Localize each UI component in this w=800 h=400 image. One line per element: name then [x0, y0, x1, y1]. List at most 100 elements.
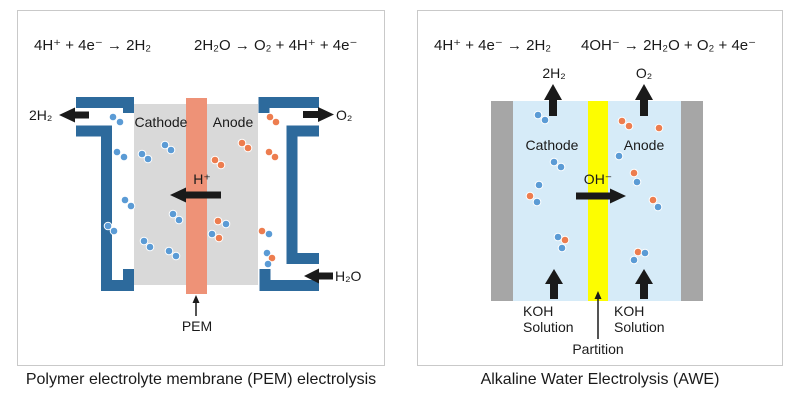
hydrogen-atom-dot [207, 229, 217, 239]
water-in-arrow [304, 268, 333, 284]
oxygen-atom-dot [270, 152, 280, 162]
pem-diagram [59, 97, 334, 316]
o2-outlet-pipe-outer [258, 97, 319, 113]
koh-solution-left-label: KOH Solution [523, 303, 574, 335]
oxygen-atom-dot [648, 195, 658, 205]
oxygen-atom-dot [257, 226, 267, 236]
water-inlet-pipe [259, 269, 319, 291]
hydrogen-atom-dot [164, 246, 174, 256]
o2-out-arrow [635, 84, 653, 116]
hydrogen-atom-dot [112, 147, 122, 157]
hydrogen-atom-dot [145, 242, 155, 252]
koh-right-arrow [635, 269, 653, 299]
oxygen-atom-dot [267, 253, 277, 263]
hydrogen-atom-dot [120, 195, 130, 205]
anode-half-reaction: 2H₂O → O₂ + 4H⁺ + 4e⁻ [194, 37, 358, 54]
h2-out-arrow [59, 107, 89, 123]
water-in-label: H₂O [335, 268, 362, 284]
oxygen-atom-dot [617, 116, 627, 126]
awe-caption: Alkaline Water Electrolysis (AWE) [480, 371, 720, 388]
hydrogen-atom-dot [166, 145, 176, 155]
proton-label: H⁺ [193, 171, 211, 187]
hydrogen-atom-dot [139, 236, 149, 246]
koh-solution-right-label: KOH Solution [614, 303, 665, 335]
hydrogen-atom-dot [174, 215, 184, 225]
hydrogen-atom-dot [263, 259, 273, 269]
hydrogen-atom-dot [262, 248, 272, 258]
hydrogen-atom-dot [143, 154, 153, 164]
hydrogen-atom-dot [532, 197, 542, 207]
oxygen-atom-dot [237, 138, 247, 148]
hydrogen-atom-dot [160, 140, 170, 150]
hydrogen-atom-dot [171, 251, 181, 261]
partition-strip [588, 101, 608, 301]
hydrogen-atom-dot [168, 209, 178, 219]
oxygen-atom-dot [265, 112, 275, 122]
hydrogen-atom-dot [557, 243, 567, 253]
partition-label: Partition [572, 341, 624, 357]
hydrogen-atom-dot [540, 115, 550, 125]
hydrogen-atom-dot [126, 201, 136, 211]
koh-left-arrow [545, 269, 563, 299]
hydrogen-atom-dot [632, 177, 642, 187]
h2-out-arrow [544, 84, 562, 116]
hydrogen-atom-dot [115, 117, 125, 127]
o2-out-arrow [303, 107, 334, 122]
anode-electrode-plate [681, 101, 703, 301]
oxygen-atom-dot [213, 216, 223, 226]
oxygen-atom-dot [560, 235, 570, 245]
hydroxide-label: OH⁻ [583, 171, 613, 187]
anode-half-reaction: 4OH⁻ → 2H₂O + O₂ + 4e⁻ [581, 37, 757, 54]
oxygen-atom-dot [216, 160, 226, 170]
o2-outlet-pipe-inner [286, 125, 319, 264]
oxygen-atom-dot [525, 191, 535, 201]
cathode-label: Cathode [525, 137, 579, 153]
hydrogen-atom-dot [221, 219, 231, 229]
hydrogen-atom-dot [653, 202, 663, 212]
pem-caption: Polymer electrolyte membrane (PEM) elect… [25, 371, 377, 388]
pem-pointer-arrow [192, 295, 200, 316]
h2-outlet-pipe-outer [76, 97, 134, 113]
hydrogen-atom-dot [614, 151, 624, 161]
hydrogen-atom-dot [109, 226, 119, 236]
o2-out-label: O₂ [635, 65, 653, 81]
molecule-dots [103, 112, 281, 269]
hydrogen-atom-dot [264, 229, 274, 239]
awe-electrolysis-panel: 4H⁺ + 4e⁻ → 2H₂ 4OH⁻ → 2H₂O + O₂ + 4e⁻ 2… [417, 10, 783, 366]
oxygen-atom-dot [210, 155, 220, 165]
hydrogen-atom-dot [640, 248, 650, 258]
oxygen-atom-dot [633, 247, 643, 257]
h2-out-label: 2H₂ [542, 65, 566, 81]
anode-label: Anode [623, 137, 665, 153]
hydrogen-atom-dot [629, 255, 639, 265]
oxygen-atom-dot [214, 233, 224, 243]
oxygen-atom-dot [624, 121, 634, 131]
pem-label: PEM [181, 318, 213, 334]
molecule-dots [525, 110, 664, 265]
oxygen-atom-dot [629, 168, 639, 178]
partition-pointer-arrow [594, 291, 602, 339]
hydrogen-atom-dot [137, 149, 147, 159]
cathode-half-reaction: 4H⁺ + 4e⁻ → 2H₂ [434, 37, 552, 54]
h2-out-label: 2H₂ [29, 107, 53, 123]
awe-diagram [491, 84, 703, 339]
o2-out-label: O₂ [336, 107, 353, 123]
proton-flow-arrow [170, 187, 221, 203]
hydrogen-atom-dot [549, 157, 559, 167]
cathode-electrode-plate [491, 101, 513, 301]
hydroxide-flow-arrow [576, 188, 626, 204]
oxygen-atom-dot [243, 143, 253, 153]
cathode-half-reaction: 4H⁺ + 4e⁻ → 2H₂ [34, 37, 152, 54]
hydrogen-atom-dot [533, 110, 543, 120]
h2-outlet-pipe-inner [76, 125, 134, 291]
hydrogen-atom-dot [119, 152, 129, 162]
oxygen-atom-dot [264, 147, 274, 157]
hydrogen-atom-dot [103, 221, 113, 231]
oxygen-atom-dot [654, 123, 664, 133]
hydrogen-atom-dot [108, 112, 118, 122]
cathode-label: Cathode [134, 114, 188, 130]
hydrogen-atom-dot [553, 232, 563, 242]
pem-electrolysis-panel: 4H⁺ + 4e⁻ → 2H₂ 2H₂O → O₂ + 4H⁺ + 4e⁻ 2H… [17, 10, 385, 366]
hydrogen-atom-dot [556, 162, 566, 172]
